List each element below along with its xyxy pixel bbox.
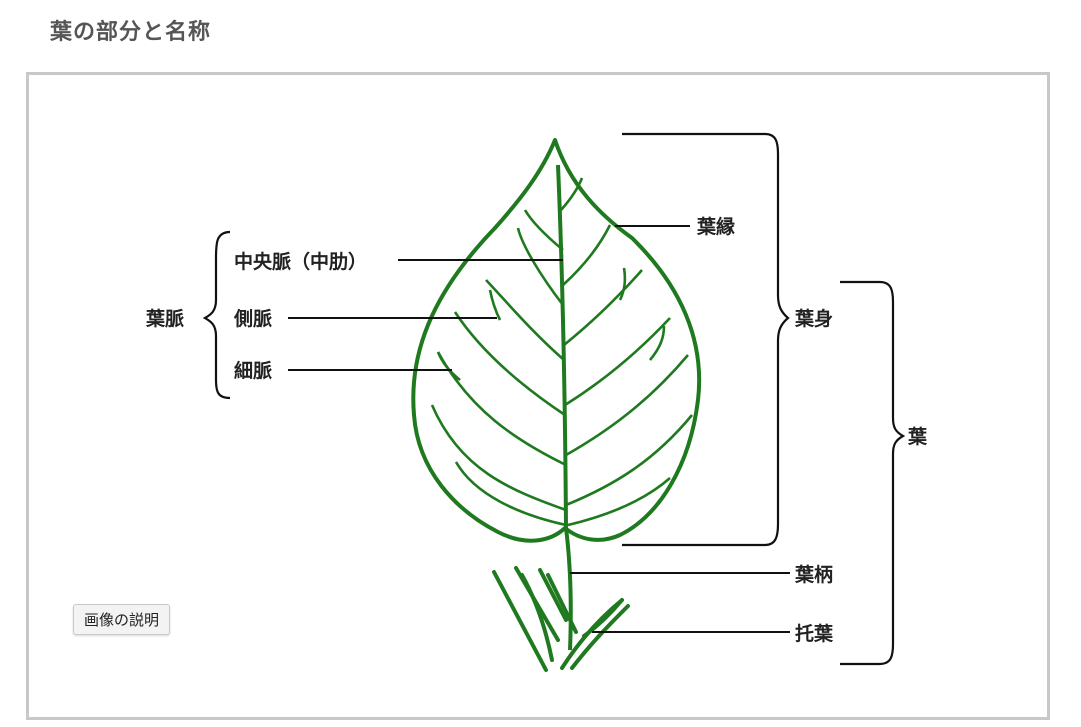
page-title: 葉の部分と名称 xyxy=(50,20,212,45)
midrib-label: 中央脈（中肋） xyxy=(234,250,367,273)
lateral-veins-left xyxy=(430,209,567,527)
image-description-button[interactable]: 画像の説明 xyxy=(73,604,171,635)
leader-lines xyxy=(288,225,790,633)
stipule-label: 托葉 xyxy=(795,623,834,645)
minor-vein-label: 細脈 xyxy=(234,359,272,382)
petiole xyxy=(564,527,573,651)
vein-bracket xyxy=(202,230,231,400)
lateral-veins-right xyxy=(560,177,694,527)
vein-group-label: 葉脈 xyxy=(145,307,184,330)
leaf-blade-outline xyxy=(411,138,702,543)
lateral-vein-label: 側脈 xyxy=(233,307,272,330)
blade-bracket xyxy=(622,132,790,547)
petiole-label: 葉柄 xyxy=(794,564,833,586)
stipules xyxy=(492,566,630,672)
blade-label: 葉身 xyxy=(794,307,833,330)
leaf-bracket xyxy=(840,280,906,666)
midrib xyxy=(556,164,568,529)
margin-label: 葉縁 xyxy=(696,215,735,238)
leaf-label: 葉 xyxy=(907,426,928,448)
